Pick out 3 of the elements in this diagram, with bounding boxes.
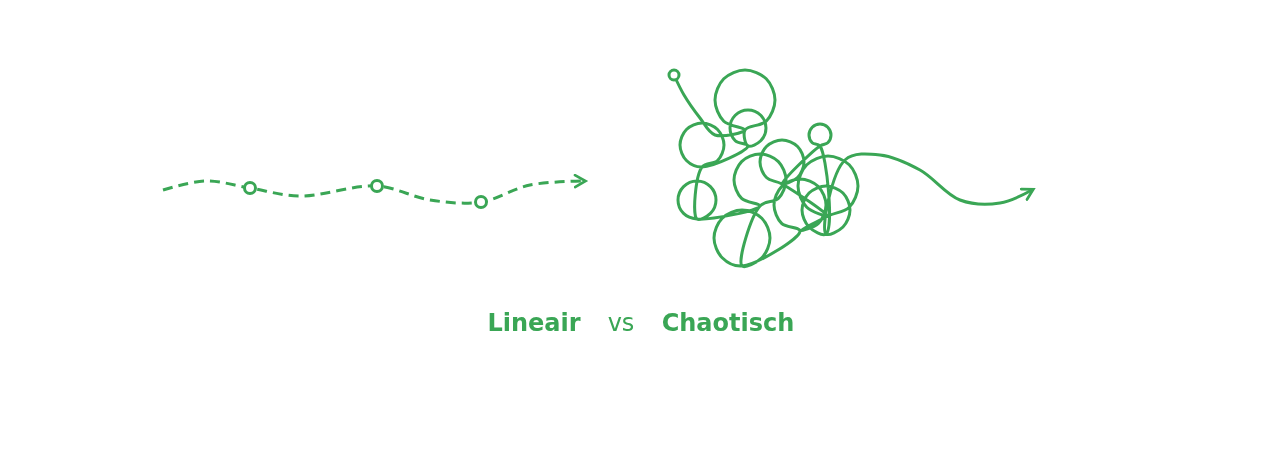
versus-text: vs [607, 309, 635, 337]
title-text: Chaotisch [661, 309, 795, 337]
title-text: Lineair [487, 309, 581, 337]
